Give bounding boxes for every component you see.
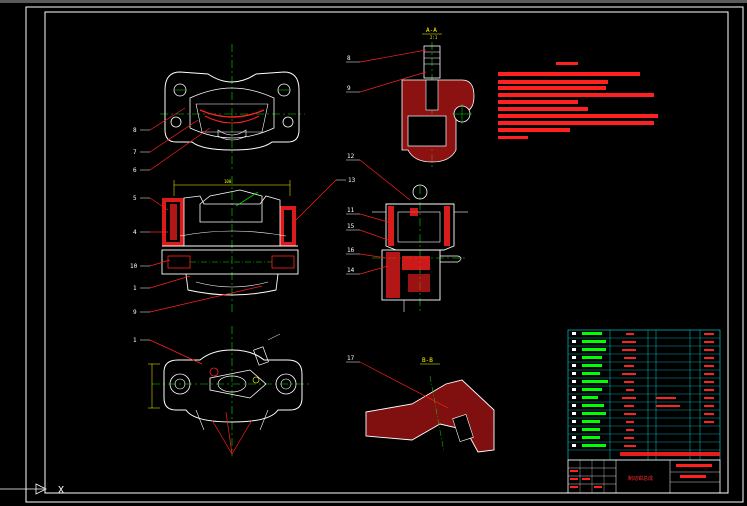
svg-text:15: 15	[347, 223, 355, 230]
svg-text:11: 11	[347, 207, 355, 214]
outer-frame	[25, 6, 744, 503]
ucs-icon: X	[0, 483, 64, 496]
svg-text:1: 1	[133, 337, 137, 344]
caliper-side-section: 12 11 15 16 14	[346, 153, 468, 312]
caliper-top-view: 8 7 6	[133, 44, 305, 174]
section-b-label: B-B	[422, 357, 433, 364]
svg-text:9: 9	[133, 309, 137, 316]
svg-text:1: 1	[133, 285, 137, 292]
inner-frame	[44, 11, 729, 494]
section-a-a: A-A 2:1 8 9	[346, 27, 475, 168]
section-a-label: A-A	[426, 27, 437, 34]
svg-text:9: 9	[347, 85, 351, 92]
section-b-b: B-B 17	[346, 355, 495, 453]
svg-text:6: 6	[133, 167, 137, 174]
svg-text:7: 7	[133, 149, 137, 156]
svg-text:8: 8	[133, 127, 137, 134]
window-top-strip	[0, 0, 747, 3]
svg-text:5: 5	[133, 195, 137, 202]
technical-requirements	[498, 62, 658, 139]
title-block-drawing-name: 制动钳总成	[628, 475, 653, 482]
svg-text:12: 12	[347, 153, 355, 160]
svg-text:100: 100	[224, 179, 232, 184]
title-block: 制动钳总成	[567, 459, 721, 494]
svg-text:10: 10	[130, 263, 138, 270]
svg-text:8: 8	[347, 55, 351, 62]
caliper-front-section: 100 5 4 10 1 9 13	[130, 176, 356, 316]
svg-text:16: 16	[347, 247, 355, 254]
svg-text:4: 4	[133, 229, 137, 236]
section-a-scale: 2:1	[430, 35, 438, 40]
parts-list-table	[567, 329, 721, 461]
caliper-bottom-view: 1	[133, 326, 312, 456]
ucs-axis-x-label: X	[58, 485, 64, 496]
svg-text:14: 14	[347, 267, 355, 274]
svg-text:13: 13	[348, 177, 356, 184]
svg-text:17: 17	[347, 355, 355, 362]
